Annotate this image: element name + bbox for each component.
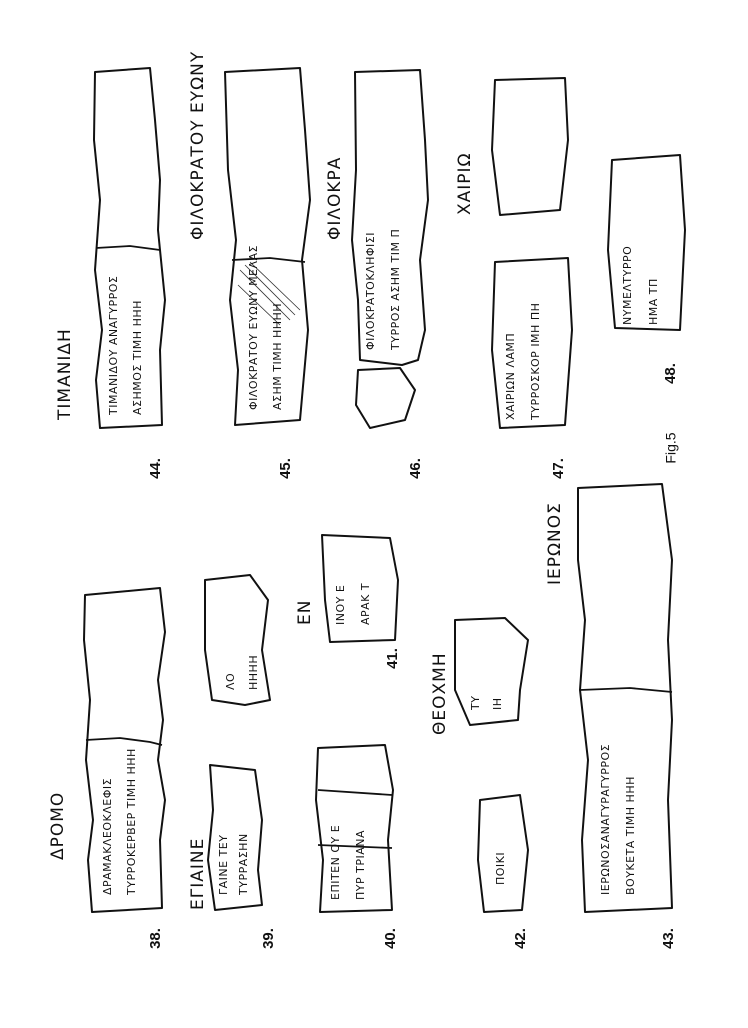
inscription-45-line1: ΦΙΛΟΚΡΑΤΟΥ ΕΥΩΝΥ ΜΕΛΑΣ bbox=[247, 244, 260, 410]
inscription-42b-line2: ΙΗ bbox=[491, 697, 504, 710]
heading-38: ΔΡΟΜΟ bbox=[48, 791, 68, 860]
inscription-38-line1: ΔΡΑΜΑΚΛΕΟΚΛΕΦΙΣ bbox=[101, 777, 114, 895]
heading-44: ΤΙΜΑΝΙΔΗ bbox=[55, 328, 75, 420]
inscription-43-line1: ΙΕΡΩΝΟΣΑΝΑΓΥΡΑΓΥΡΡΟΣ bbox=[599, 743, 612, 895]
heading-47: ΧΑΙΡΙΩ bbox=[455, 152, 475, 215]
label-40: 40. bbox=[381, 928, 399, 949]
label-47: 47. bbox=[549, 458, 567, 479]
inscription-47-line2: ΤΥΡΡΟΣΚΟΡ ΙΜΗ ΠΗ bbox=[529, 302, 542, 420]
fragment-39b bbox=[204, 574, 271, 706]
inscription-46-line1: ΦΙΛΟΚΡΑΤΟΚΛΗΦΙΣΙ bbox=[364, 232, 377, 350]
fragment-47b bbox=[491, 257, 573, 429]
heading-43: ΙΕΡΩΝΟΣ bbox=[545, 502, 565, 585]
inscription-46-line2: ΤΥΡΡΟΣ ΑΣΗΜ ΤΙΜ Π bbox=[389, 228, 402, 350]
inscription-43-line2: ΒΟΥΚΕΤΑ ΤΙΜΗ ΗΗΗ bbox=[624, 776, 637, 895]
fragment-41 bbox=[321, 534, 399, 643]
inscription-44-line1: ΤΙΜΑΝΙΔΟΥ ΑΝΑΓΥΡΡΟΣ bbox=[107, 275, 120, 415]
heading-45: ΦΙΛΟΚΡΑΤΟΥ ΕΥΩΝΥ bbox=[188, 50, 208, 240]
fragment-48 bbox=[607, 154, 686, 331]
label-43: 43. bbox=[659, 928, 677, 949]
inscription-47-line1: ΧΑΙΡΙΩΝ ΛΑΜΠ bbox=[504, 332, 517, 420]
inscription-40-line2: ΠΥΡ ΤΡΙΑΝΑ bbox=[354, 830, 367, 900]
fragment-46 bbox=[351, 69, 429, 366]
label-42: 42. bbox=[511, 928, 529, 949]
label-45: 45. bbox=[276, 458, 294, 479]
label-46: 46. bbox=[406, 458, 424, 479]
heading-39: ΕΓΙΑΙΝΕ bbox=[188, 837, 208, 910]
inscription-45-line2: ΑΣΗΜ ΤΙΜΗ ΗΗΗΗ bbox=[271, 302, 284, 410]
fragment-45 bbox=[224, 67, 311, 426]
fragment-38 bbox=[83, 587, 166, 913]
heading-46: ΦΙΛΟΚΡΑ bbox=[325, 156, 345, 240]
fragment-44 bbox=[93, 67, 166, 429]
fragment-39a bbox=[207, 764, 263, 911]
inscription-39-line1: ΓΑΙΝΕ ΤΕΥ bbox=[217, 834, 230, 895]
inscription-41-line2: ΑΡΑΚ Τ bbox=[359, 582, 372, 625]
label-44: 44. bbox=[146, 458, 164, 479]
inscription-42-line1: ΠΟΙΚΙ bbox=[494, 851, 507, 885]
inscription-48-line1: ΝΥΜΕΛΤΥΡΡΟ bbox=[621, 245, 634, 325]
figure-label: Fig.5 bbox=[662, 432, 679, 464]
inscription-44-line2: ΑΣΗΜΟΣ ΤΙΜΗ ΗΗΗ bbox=[131, 300, 144, 415]
inscription-48-line2: ΗΜΑ ΤΠ bbox=[647, 278, 660, 325]
inscription-41-line1: ΙΝΟΥ Ε bbox=[334, 584, 347, 625]
fragment-42b bbox=[477, 794, 529, 913]
fragment-47a bbox=[491, 77, 569, 216]
inscription-39-line2: ΤΥΡΡΑΣΗΝ bbox=[237, 833, 250, 895]
label-38: 38. bbox=[146, 928, 164, 949]
fragment-42a bbox=[454, 617, 529, 726]
label-39: 39. bbox=[259, 928, 277, 949]
label-48: 48. bbox=[661, 363, 679, 384]
fragment-43 bbox=[577, 483, 673, 913]
inscription-39b-line1: ΛΟ bbox=[224, 672, 237, 690]
inscription-42b-line1: ΤΥ bbox=[469, 695, 482, 710]
label-41: 41. bbox=[383, 648, 401, 669]
heading-41: ΕΝ bbox=[295, 599, 315, 625]
inscription-40-line1: ΕΠΙΤΕΝ ΟΥ Ε bbox=[329, 824, 342, 900]
heading-42: ΘΕΟΧΜΗ bbox=[430, 652, 450, 735]
inscription-39b-line2: ΗΗΗΗ bbox=[247, 654, 260, 690]
fragment-40 bbox=[315, 744, 394, 913]
inscription-38-line2: ΤΥΡΡΟΚΕΡΒΕΡ ΤΙΜΗ ΗΗΗ bbox=[125, 748, 138, 895]
fragment-46b bbox=[355, 367, 416, 429]
